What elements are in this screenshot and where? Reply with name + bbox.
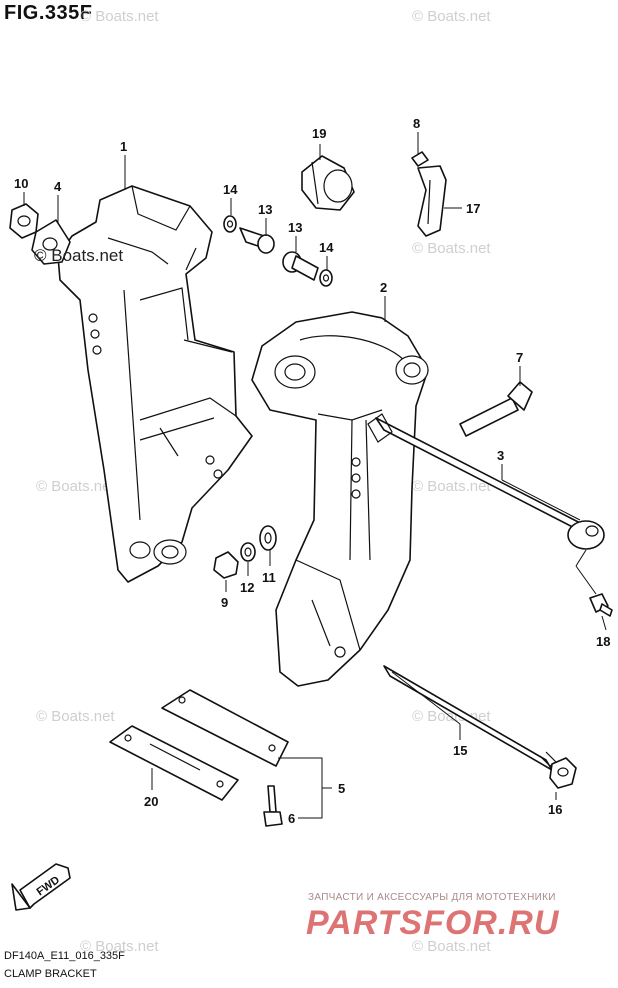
callout-4: 4 — [54, 179, 62, 194]
bolt-7 — [459, 381, 533, 437]
callout-20: 20 — [144, 794, 158, 809]
bolt-6 — [263, 785, 283, 827]
callouts: 1 2 3 4 5 6 7 8 9 10 11 12 13 13 14 14 1… — [14, 116, 610, 826]
anode-plate-lower — [109, 725, 239, 801]
callout-8: 8 — [413, 116, 420, 131]
washer-11 — [259, 525, 277, 551]
anode-plate-upper — [161, 689, 289, 767]
partsfor-subtitle: ЗАПЧАСТИ И АКСЕССУАРЫ ДЛЯ МОТОТЕХНИКИ — [308, 892, 556, 903]
callout-16: 16 — [548, 802, 562, 817]
callout-7: 7 — [516, 350, 523, 365]
callout-10: 10 — [14, 176, 28, 191]
port-clamp-bracket — [57, 185, 253, 583]
callout-13-lower: 13 — [288, 220, 302, 235]
figure-title: FIG.335F — [4, 2, 93, 24]
diagram-code: DF140A_E11_016_335F — [4, 950, 125, 962]
nut-16 — [549, 757, 577, 789]
nut-9 — [213, 551, 239, 579]
lower-shaft-15 — [383, 665, 557, 771]
watermark: © Boats.net — [412, 938, 491, 955]
partsfor-logo: PARTSFOR.RU — [306, 904, 560, 942]
washer-14-upper — [223, 215, 237, 233]
tilt-tube-shaft — [367, 413, 605, 550]
cap-19 — [301, 155, 355, 211]
callout-19: 19 — [312, 126, 326, 141]
watermark: © Boats.net — [80, 8, 159, 25]
nut-10 — [9, 203, 39, 239]
watermark: © Boats.net — [36, 708, 115, 725]
diagram-name: CLAMP BRACKET — [4, 968, 97, 980]
callout-1: 1 — [120, 139, 127, 154]
callout-17: 17 — [466, 201, 480, 216]
bolt-18 — [589, 593, 613, 617]
callout-5: 5 — [338, 781, 345, 796]
callout-15: 15 — [453, 743, 467, 758]
callout-2: 2 — [380, 280, 387, 295]
clip-17 — [411, 151, 447, 237]
callout-18: 18 — [596, 634, 610, 649]
callout-11: 11 — [262, 570, 276, 585]
watermark: © Boats.net — [36, 478, 115, 495]
callout-14-upper: 14 — [223, 182, 238, 197]
leader-lines — [23, 132, 607, 819]
fwd-arrow-icon: FWD — [11, 863, 71, 911]
callout-12: 12 — [240, 580, 254, 595]
watermark: © Boats.net — [412, 8, 491, 25]
callout-9: 9 — [221, 595, 228, 610]
callout-14-lower: 14 — [319, 240, 334, 255]
bolt-13-upper — [239, 227, 275, 254]
washer-14-lower — [319, 269, 333, 287]
watermark: © Boats.net — [412, 478, 491, 495]
callout-6: 6 — [288, 811, 295, 826]
watermark: © Boats.net — [412, 240, 491, 257]
callout-3: 3 — [497, 448, 504, 463]
bolt-13-lower — [282, 251, 319, 281]
starboard-clamp-bracket — [251, 311, 429, 687]
watermark-overlay: © Boats.net — [34, 246, 124, 265]
watermark: © Boats.net — [80, 938, 159, 955]
callout-13-upper: 13 — [258, 202, 272, 217]
washer-12 — [240, 542, 256, 562]
plate-4 — [31, 219, 71, 265]
